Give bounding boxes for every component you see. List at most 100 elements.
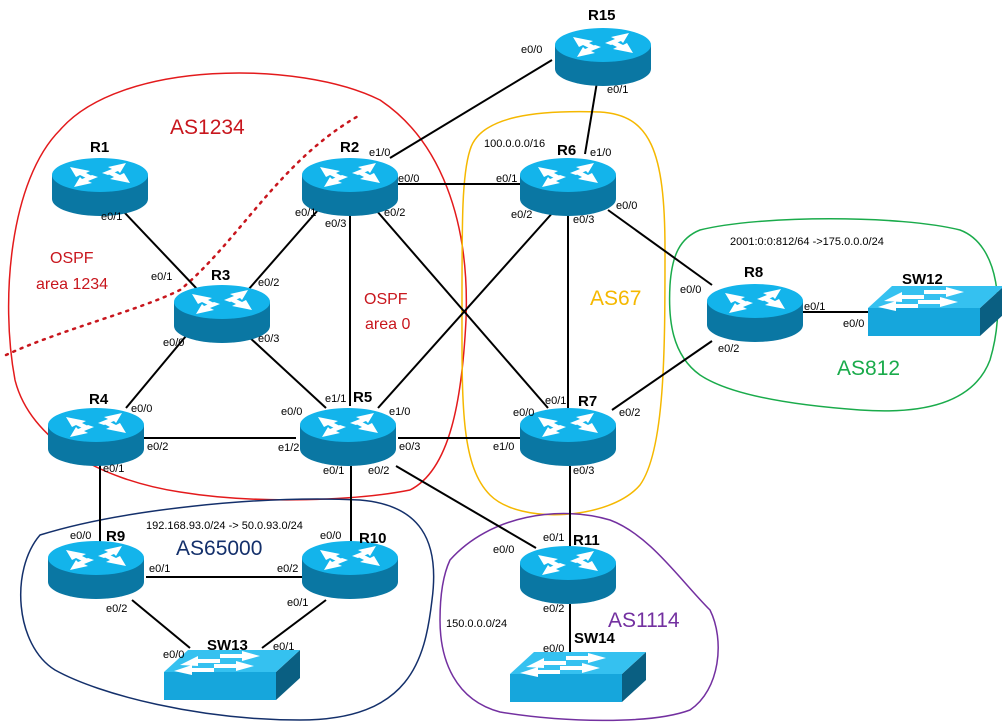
ospf-area0-line1: OSPF	[364, 291, 408, 308]
switch-icon	[868, 286, 1002, 336]
device-sw12[interactable]	[868, 286, 1002, 336]
link-r3-r5[interactable]	[247, 335, 327, 409]
device-label-r4: R4	[89, 391, 109, 408]
if-label: e0/0	[163, 337, 184, 349]
device-r4[interactable]	[48, 408, 144, 466]
as67-label: AS67	[590, 287, 641, 310]
links	[99, 59, 870, 652]
as1114-network: 150.0.0.0/24	[446, 618, 507, 630]
if-label: e0/1	[323, 465, 344, 477]
as67-network: 100.0.0.0/16	[484, 138, 545, 150]
if-label: e0/0	[680, 284, 701, 296]
if-label: e0/2	[147, 441, 168, 453]
as812-label: AS812	[837, 357, 900, 380]
link-r2-r7[interactable]	[375, 209, 549, 409]
if-label: e0/0	[513, 407, 534, 419]
router-icon	[48, 408, 144, 466]
if-label: e0/0	[521, 44, 542, 56]
device-r9[interactable]	[48, 541, 144, 599]
if-label: e0/0	[70, 530, 91, 542]
device-r15[interactable]	[555, 28, 651, 86]
ospf-area0-line2: area 0	[365, 316, 410, 333]
if-label: e0/1	[545, 395, 566, 407]
if-label: e0/1	[804, 301, 825, 313]
link-r3-r4[interactable]	[125, 335, 187, 409]
if-label: e0/1	[151, 271, 172, 283]
link-r2-r3[interactable]	[247, 209, 319, 291]
link-r9-sw13[interactable]	[131, 599, 191, 649]
if-label: e0/0	[543, 643, 564, 655]
if-label: e0/2	[619, 407, 640, 419]
if-label: e1/0	[369, 147, 390, 159]
if-label: e1/2	[278, 442, 299, 454]
as1114-boundary	[439, 512, 719, 722]
as812-boundary	[668, 218, 999, 412]
if-label: e0/1	[287, 597, 308, 609]
link-r15-r6[interactable]	[584, 81, 598, 155]
device-r6[interactable]	[520, 158, 616, 216]
if-label: e0/0	[281, 406, 302, 418]
device-r8[interactable]	[707, 284, 803, 342]
if-label: e0/1	[149, 563, 170, 575]
if-label: e0/1	[543, 532, 564, 544]
as65000-boundary	[20, 498, 435, 721]
device-label-sw13: SW13	[207, 637, 248, 654]
device-r5[interactable]	[300, 408, 396, 466]
device-label-r8: R8	[744, 264, 763, 281]
switch-icon	[510, 652, 646, 702]
link-r10-sw13[interactable]	[261, 599, 327, 649]
if-label: e0/0	[398, 173, 419, 185]
device-r11[interactable]	[520, 546, 616, 604]
router-icon	[48, 541, 144, 599]
if-label: e0/2	[277, 563, 298, 575]
device-label-r15: R15	[588, 7, 616, 24]
device-label-sw12: SW12	[902, 271, 943, 288]
ospf-area1234-line2: area 1234	[36, 276, 108, 293]
if-label: e1/1	[325, 393, 346, 405]
if-label: e0/3	[399, 441, 420, 453]
device-label-r6: R6	[557, 142, 576, 159]
link-r5-r6[interactable]	[377, 209, 556, 409]
router-icon	[302, 541, 398, 599]
if-label: e0/3	[573, 214, 594, 226]
as1234-label: AS1234	[170, 116, 245, 139]
if-label: e1/0	[493, 441, 514, 453]
router-icon	[520, 546, 616, 604]
device-label-sw14: SW14	[574, 630, 616, 647]
router-icon	[555, 28, 651, 86]
router-icon	[52, 158, 148, 216]
as67-boundary	[461, 110, 666, 516]
link-r7-r8[interactable]	[611, 340, 713, 411]
if-label: e0/1	[101, 211, 122, 223]
if-label: e0/2	[258, 277, 279, 289]
if-label: e0/3	[258, 333, 279, 345]
device-label-r7: R7	[578, 393, 597, 410]
if-label: e0/1	[103, 463, 124, 475]
if-label: e0/2	[718, 343, 739, 355]
interface-labels: e0/1 e0/1 e0/1 e0/2 e1/0 e0/0 e0/0 e0/1 …	[70, 44, 864, 661]
if-label: e0/1	[273, 641, 294, 653]
link-r6-r8[interactable]	[607, 209, 713, 286]
as65000-label: AS65000	[176, 537, 262, 560]
if-label: e1/0	[590, 147, 611, 159]
as1114-label: AS1114	[608, 609, 680, 632]
link-r2-r15[interactable]	[389, 59, 553, 159]
link-r1-r3[interactable]	[123, 211, 199, 291]
if-label: e0/3	[325, 218, 346, 230]
if-label: e0/0	[163, 649, 184, 661]
device-r3[interactable]	[174, 285, 270, 343]
device-sw14[interactable]	[510, 652, 646, 702]
device-r1[interactable]	[52, 158, 148, 216]
device-label-r1: R1	[90, 139, 109, 156]
router-icon	[520, 158, 616, 216]
ospf-area-boundary	[4, 113, 362, 357]
router-icon	[300, 408, 396, 466]
router-icon	[174, 285, 270, 343]
device-r10[interactable]	[302, 541, 398, 599]
if-label: e0/1	[295, 207, 316, 219]
link-r5-r11[interactable]	[395, 465, 537, 549]
if-label: e0/0	[131, 403, 152, 415]
if-label: e0/2	[543, 603, 564, 615]
if-label: e0/2	[106, 603, 127, 615]
